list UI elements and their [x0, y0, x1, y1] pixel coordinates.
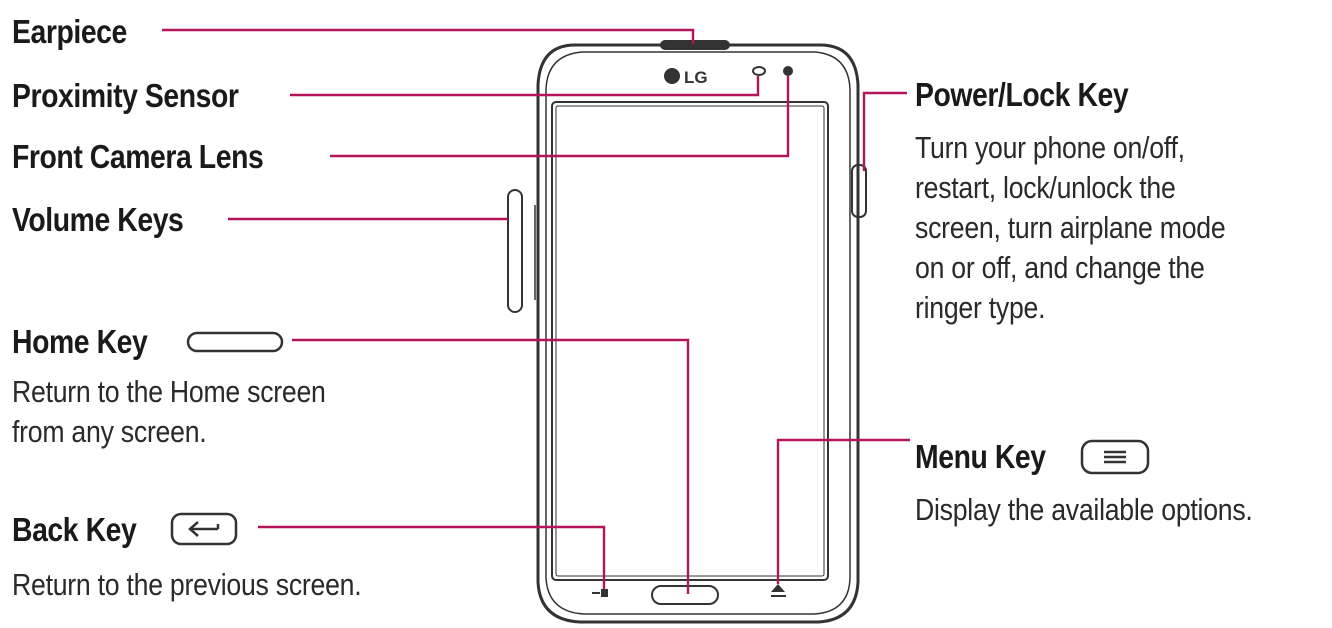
leader-back-key: [258, 525, 606, 589]
leader-menu-key: [776, 438, 910, 584]
label-home-key-text: Home Key: [12, 323, 148, 360]
desc-power-line-5: ringer type.: [915, 290, 1046, 325]
proximity-sensor-icon: [752, 66, 766, 76]
desc-power-line-3: screen, turn airplane mode: [915, 210, 1226, 245]
phone-body: [536, 43, 860, 624]
desc-back-key: Return to the previous screen.: [12, 567, 362, 602]
leader-proximity-sensor: [290, 76, 760, 97]
earpiece-grille: [660, 40, 730, 50]
desc-home-key-line-1: Return to the Home screen: [12, 374, 326, 409]
label-front-camera-lens: Front Camera Lens: [12, 138, 264, 175]
desc-power-line-2: restart, lock/unlock the: [915, 170, 1176, 205]
phone-body-inner: [545, 51, 851, 615]
label-volume-keys: Volume Keys: [12, 201, 184, 238]
volume-keys-part: [507, 189, 523, 313]
label-home-key: Home Key: [12, 322, 148, 362]
leader-home-key: [292, 338, 690, 594]
label-proximity-sensor: Proximity Sensor: [12, 77, 239, 114]
label-menu-key: Menu Key: [915, 437, 1046, 477]
desc-menu-key: Display the available options.: [915, 492, 1253, 527]
label-power-lock-key: Power/Lock Key: [915, 76, 1129, 113]
menu-key-part-icon: [771, 584, 786, 597]
back-arrow-icon: [170, 512, 238, 546]
desc-power-line-4: on or off, and change the: [915, 250, 1205, 285]
menu-lines-icon: [1080, 439, 1150, 475]
home-key-pill-icon: [186, 331, 284, 353]
leader-earpiece: [162, 28, 695, 44]
brand-logo-icon: [664, 68, 680, 84]
desc-power-line-1: Turn your phone on/off,: [915, 130, 1185, 165]
front-camera-icon: [783, 66, 793, 76]
home-key-part: [651, 585, 719, 605]
leader-power-key: [862, 91, 907, 171]
label-earpiece: Earpiece: [12, 13, 127, 50]
desc-power-lock-key: Turn your phone on/off, restart, lock/un…: [915, 128, 1226, 328]
label-back-key-text: Back Key: [12, 511, 137, 548]
brand-logo-text: LG: [684, 68, 708, 87]
power-key-part: [851, 164, 867, 218]
leader-front-camera: [330, 76, 790, 158]
back-key-part-icon: [592, 589, 608, 597]
label-back-key: Back Key: [12, 510, 137, 550]
desc-home-key: Return to the Home screen from any scree…: [12, 372, 326, 452]
label-menu-key-text: Menu Key: [915, 438, 1046, 475]
desc-home-key-line-2: from any screen.: [12, 414, 207, 449]
